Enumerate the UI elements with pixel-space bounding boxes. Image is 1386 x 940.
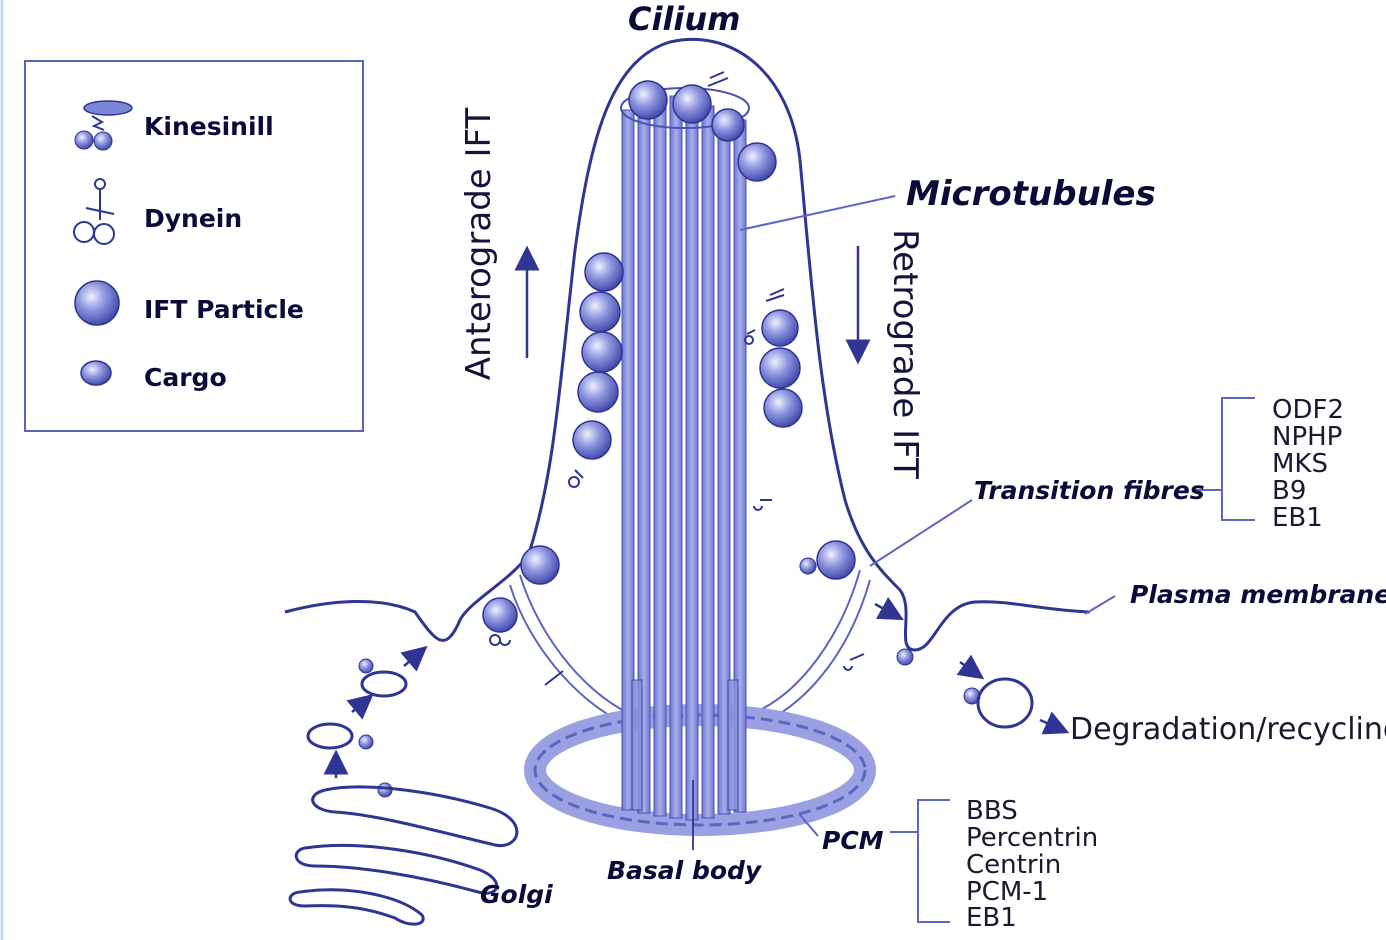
legend-box bbox=[24, 60, 364, 432]
tf-protein: ODF2 bbox=[1272, 395, 1344, 425]
plasma-membrane-label: Plasma membrane bbox=[1130, 580, 1386, 609]
golgi-stack bbox=[288, 670, 1034, 926]
pcm-protein: BBS bbox=[966, 796, 1018, 826]
pcm-protein: EB1 bbox=[966, 903, 1017, 933]
pcm-protein: PCM-1 bbox=[966, 877, 1049, 907]
ift-particle-icon bbox=[74, 280, 120, 326]
retrograde-ift-label: Retrograde IFT bbox=[885, 229, 925, 479]
legend-label-kinesin: Kinesinill bbox=[144, 112, 274, 141]
cilium-label: Cilium bbox=[628, 0, 741, 38]
pcm-label: PCM bbox=[822, 826, 884, 855]
legend-label-ift-particle: IFT Particle bbox=[144, 295, 304, 324]
ciliary-membrane bbox=[284, 37, 1091, 652]
anterograde-ift-label: Anterograde IFT bbox=[459, 107, 499, 381]
tf-protein: EB1 bbox=[1272, 503, 1323, 533]
golgi-label: Golgi bbox=[480, 880, 553, 909]
microtubule-bundle bbox=[620, 87, 750, 821]
legend-label-cargo: Cargo bbox=[144, 363, 227, 392]
ift-particles bbox=[482, 80, 856, 633]
cargo-icon bbox=[80, 360, 112, 386]
dynein-icon bbox=[73, 178, 115, 245]
pcm-protein: Percentrin bbox=[966, 823, 1099, 853]
microtubules-label: Microtubules bbox=[906, 174, 1156, 214]
legend-icons bbox=[73, 100, 133, 386]
tf-protein: NPHP bbox=[1272, 422, 1343, 452]
basal-body-label: Basal body bbox=[607, 856, 762, 885]
tf-protein: B9 bbox=[1272, 476, 1307, 506]
kinesin-icon bbox=[74, 100, 133, 151]
tf-protein: MKS bbox=[1272, 449, 1328, 479]
degradation-recycling-label: Degradation/recycling bbox=[1070, 712, 1386, 747]
transition-fibres-label: Transition fibres bbox=[974, 476, 1205, 505]
pcm-protein: Centrin bbox=[966, 850, 1062, 880]
legend-label-dynein: Dynein bbox=[144, 204, 243, 233]
